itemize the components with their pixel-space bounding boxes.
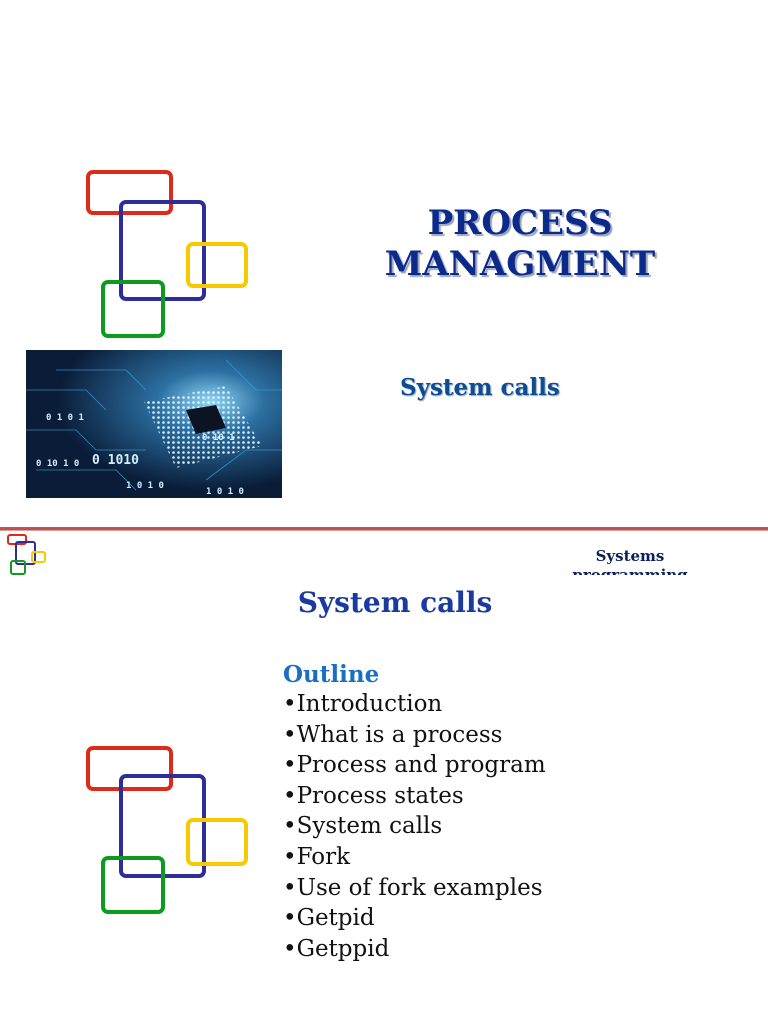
outline-list: •Introduction •What is a process •Proces… — [283, 689, 546, 964]
cpu-chip-photo: 0 10 1 0 0 1010 0 10 1 1 0 1 0 1 0 1 0 0… — [26, 350, 282, 498]
slide-divider-shadow — [0, 530, 768, 531]
svg-text:0 10 1 0: 0 10 1 0 — [36, 459, 79, 469]
slide-2: Systems programming System calls Outline… — [0, 531, 768, 1024]
slide-divider — [0, 527, 768, 530]
slide-subtitle: System calls — [400, 374, 560, 401]
header-course-label: Systems programming — [572, 547, 688, 575]
outline-heading: Outline — [283, 661, 380, 688]
brand-logo-icon — [86, 746, 250, 916]
list-item: •What is a process — [283, 721, 503, 748]
svg-text:0 10 1: 0 10 1 — [202, 433, 235, 443]
svg-text:1 0 1 0: 1 0 1 0 — [126, 481, 164, 491]
small-brand-logo-icon — [7, 534, 49, 576]
list-item: •Introduction — [283, 691, 443, 717]
svg-text:1 0 1 0: 1 0 1 0 — [206, 487, 244, 497]
slide-title: PROCESS MANAGMENT — [384, 203, 656, 284]
slide-1: PROCESS MANAGMENT System calls 0 10 1 0 — [26, 170, 656, 498]
list-item: •Process states — [283, 782, 464, 809]
list-item: •Use of fork examples — [283, 874, 543, 901]
list-item: •Getppid — [283, 935, 390, 962]
list-item: •System calls — [283, 813, 443, 840]
brand-logo-icon — [86, 170, 250, 340]
list-item: •Getpid — [283, 905, 375, 932]
slide-title: System calls — [297, 586, 493, 619]
svg-text:0 1010: 0 1010 — [92, 453, 139, 468]
list-item: •Fork — [283, 843, 351, 870]
list-item: •Process and program — [283, 752, 546, 779]
svg-text:0 1 0 1: 0 1 0 1 — [46, 413, 84, 423]
